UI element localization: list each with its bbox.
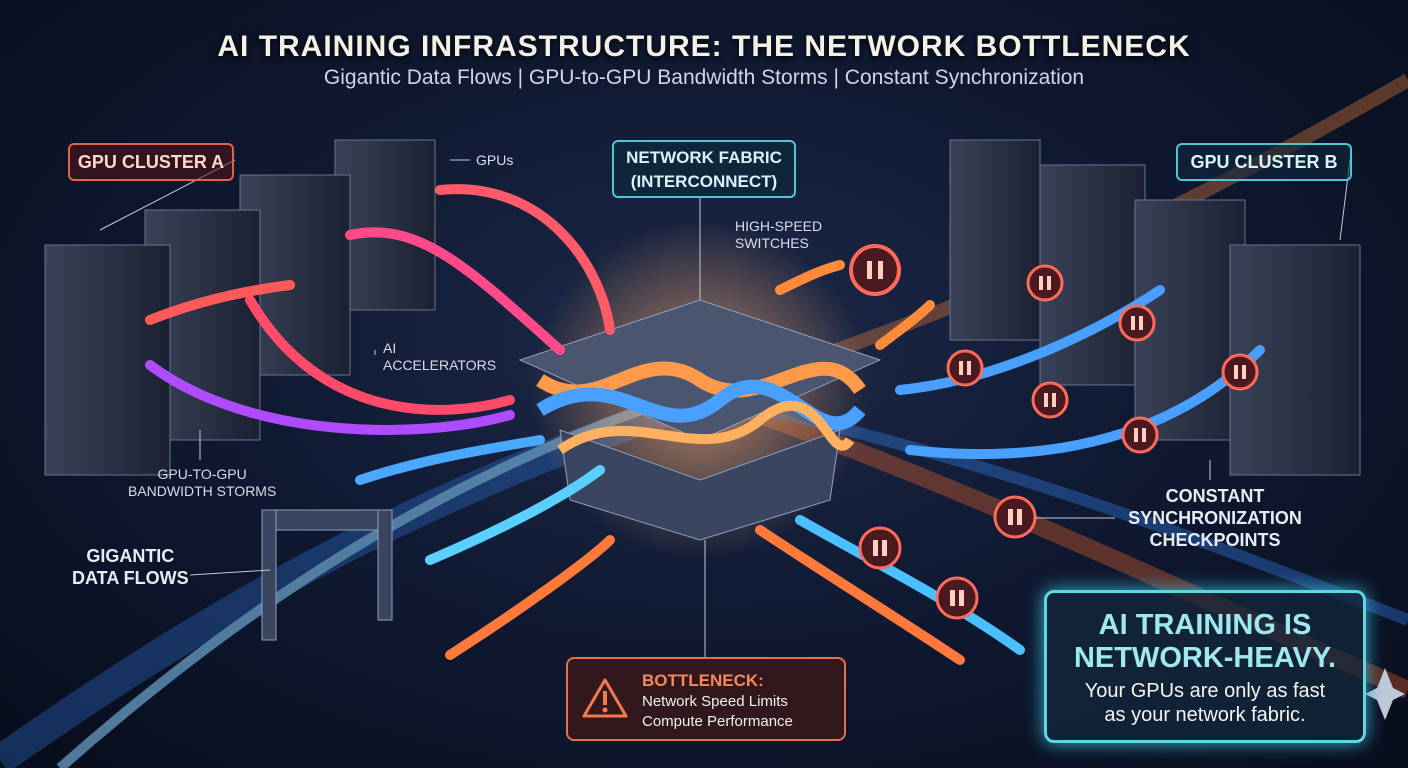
switches-line-1: HIGH-SPEED <box>735 218 823 234</box>
sparkle-icon <box>1365 668 1405 720</box>
callout-body-line-2: as your network fabric. <box>1104 704 1306 726</box>
pause-icon <box>935 576 979 620</box>
gpu-cluster-a-label: GPU CLUSTER A <box>68 143 234 181</box>
bottleneck-title: BOTTLENECK: <box>642 671 764 690</box>
storms-line-1: GPU-TO-GPU <box>157 466 247 482</box>
network-fabric-label: NETWORK FABRIC (INTERCONNECT) <box>612 140 796 198</box>
callout-title-line-2: NETWORK-HEAVY. <box>1073 642 1337 674</box>
pause-icon <box>1221 353 1259 391</box>
gpu-cluster-b-label: GPU CLUSTER B <box>1176 143 1352 181</box>
page-title: AI TRAINING INFRASTRUCTURE: THE NETWORK … <box>217 30 1191 63</box>
bottleneck-line-1: Network Speed Limits <box>642 693 788 710</box>
sync-pause-icons <box>849 244 1259 620</box>
ai-accel-line-1: AI <box>383 340 397 356</box>
fabric-line-1: NETWORK FABRIC <box>626 148 782 167</box>
sync-line-1: CONSTANT <box>1165 486 1265 506</box>
callout-body-line-1: Your GPUs are only as fast <box>1084 680 1326 702</box>
gpu-cluster-b-racks <box>949 139 1361 476</box>
gpus-label: GPUs <box>476 152 514 168</box>
pause-icon <box>1121 416 1159 454</box>
data-gate <box>261 509 393 641</box>
ai-accel-line-2: ACCELERATORS <box>383 357 497 373</box>
flows-line-2: DATA FLOWS <box>72 568 189 588</box>
callout-title-line-1: AI TRAINING IS <box>1098 609 1312 641</box>
pause-icon <box>849 244 901 296</box>
page-subtitle: Gigantic Data Flows | GPU-to-GPU Bandwid… <box>323 66 1085 89</box>
switches-line-2: SWITCHES <box>735 235 809 251</box>
sync-line-3: CHECKPOINTS <box>1149 530 1281 550</box>
sync-line-2: SYNCHRONIZATION <box>1128 508 1302 528</box>
bottleneck-line-2: Compute Performance <box>642 713 793 730</box>
pause-icon <box>1026 264 1064 302</box>
pause-icon <box>946 349 984 387</box>
pause-icon <box>858 526 902 570</box>
warning-icon <box>582 678 628 718</box>
pause-icon <box>1118 304 1156 342</box>
fabric-line-2: (INTERCONNECT) <box>630 172 778 191</box>
flow-arrows <box>145 184 1265 665</box>
pause-icon <box>1031 381 1069 419</box>
flows-line-1: GIGANTIC <box>86 546 175 566</box>
pause-icon <box>993 495 1037 539</box>
gpu-cluster-a-racks <box>44 139 436 476</box>
storms-line-2: BANDWIDTH STORMS <box>128 483 277 499</box>
